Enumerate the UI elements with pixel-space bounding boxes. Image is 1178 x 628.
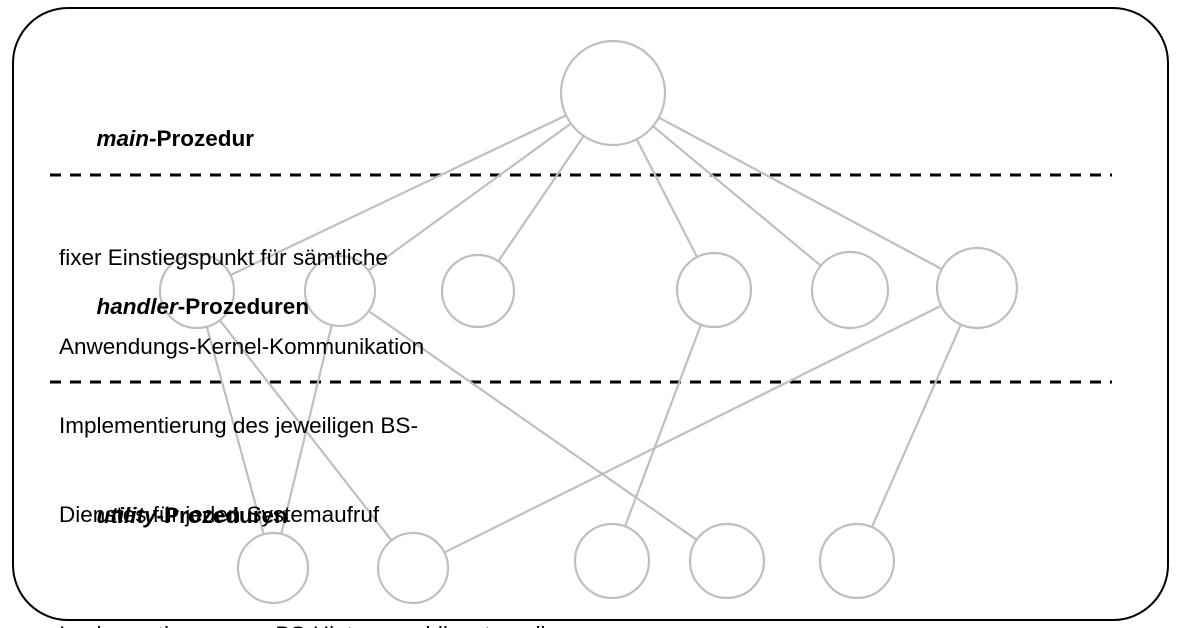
node-handler-1[interactable] [158,252,236,330]
layer-desc-main-line-1: fixer Einstiegspunkt für sämtliche [59,245,388,270]
node-utility-1[interactable] [236,531,310,605]
layer-term-handler: handler [96,294,178,319]
diagram-border [12,7,1169,621]
diagram-border-rect [12,7,1169,621]
layer-label-handler: handler-Prozeduren Implementierung des j… [59,203,418,588]
node-handler-5[interactable] [810,250,890,330]
node-handler-3[interactable] [440,253,516,329]
layer-desc-main-line-2: Anwendungs-Kernel-Kommunikation [59,333,425,359]
edge-main-1-handler-5 [651,125,822,267]
layer-label-main: main-Prozedur fixer Einstiegspunkt für s… [59,35,424,420]
layer-desc-handler-line-2: Dienstes für jeden Systemaufruf [59,501,380,527]
edge-handler-6-utility-2 [443,304,943,554]
layer-title-utility: utility-Prozeduren [59,471,561,561]
layer-suffix-utility: -Prozeduren [156,503,288,528]
node-utility-3[interactable] [573,522,651,600]
edge-main-1-handler-1 [229,114,568,277]
edge-handler-1-utility-1 [205,325,265,536]
layer-suffix-main: -Prozedur [149,126,255,151]
node-handler-4[interactable] [675,251,753,329]
edge-handler-2-utility-1 [280,323,333,536]
layer-label-utility: utility-Prozeduren Implementierung von B… [59,412,561,628]
node-handler-6[interactable] [935,246,1019,330]
edge-handler-2-utility-4 [367,309,698,541]
layer-desc-handler-line-1: Implementierung des jeweiligen BS- [59,413,418,438]
layer-suffix-handler: -Prozeduren [177,294,310,319]
layer-title-handler: handler-Prozeduren [59,262,418,352]
edge-main-1-handler-4 [635,138,699,259]
node-utility-2[interactable] [376,531,450,605]
edge-group [205,114,963,554]
edge-main-1-handler-2 [367,122,573,272]
edge-handler-6-utility-5 [870,323,963,529]
layer-term-main: main [96,126,150,151]
layer-title-main: main-Prozedur [59,94,424,184]
edge-handler-4-utility-3 [623,323,703,528]
edge-main-1-handler-6 [657,116,943,271]
node-utility-5[interactable] [818,522,896,600]
node-group [158,39,1019,605]
edge-main-1-handler-3 [497,134,585,263]
node-utility-4[interactable] [688,522,766,600]
node-handler-2[interactable] [303,254,377,328]
layer-term-utility: utility [96,503,157,528]
layer-desc-utility-line-1: Implementierung von BS-Hintergrunddienst… [59,620,561,628]
node-main-1[interactable] [559,39,667,147]
